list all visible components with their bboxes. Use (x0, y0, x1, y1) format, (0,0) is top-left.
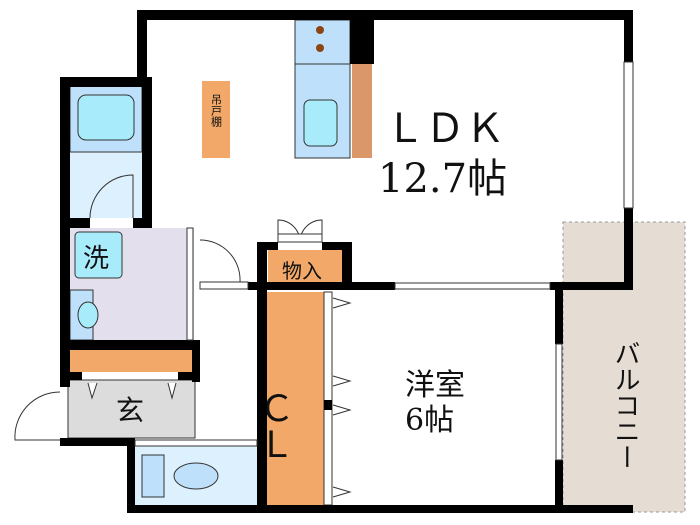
ldk-name: ＬＤＫ (385, 106, 505, 152)
closet (266, 292, 324, 505)
bedroom-size: 6帖 (405, 403, 454, 438)
ldk-size: 12.7帖 (378, 156, 507, 202)
storage-label: 物入 (282, 259, 322, 283)
toilet-tank (141, 454, 165, 498)
wash-label: 洗 (83, 244, 109, 274)
walls (60, 10, 633, 513)
hanging-cabinet-label: 吊戸棚 (210, 94, 223, 128)
bathtub (77, 94, 135, 141)
windows (134, 61, 634, 461)
toilet-bowl (173, 462, 219, 490)
washing-machine (74, 231, 123, 279)
storage (268, 250, 344, 284)
stove (294, 19, 351, 65)
balcony-label: バルコニー (610, 340, 640, 470)
bedroom-name: 洋室 (405, 368, 465, 403)
entrance-label: 玄 (116, 394, 144, 427)
hanging-cabinet (202, 81, 230, 158)
shoe-shelf (70, 350, 192, 372)
entrance-door (14, 391, 61, 441)
sink (303, 99, 338, 147)
bath-door (89, 174, 134, 219)
wash-door (199, 239, 241, 283)
